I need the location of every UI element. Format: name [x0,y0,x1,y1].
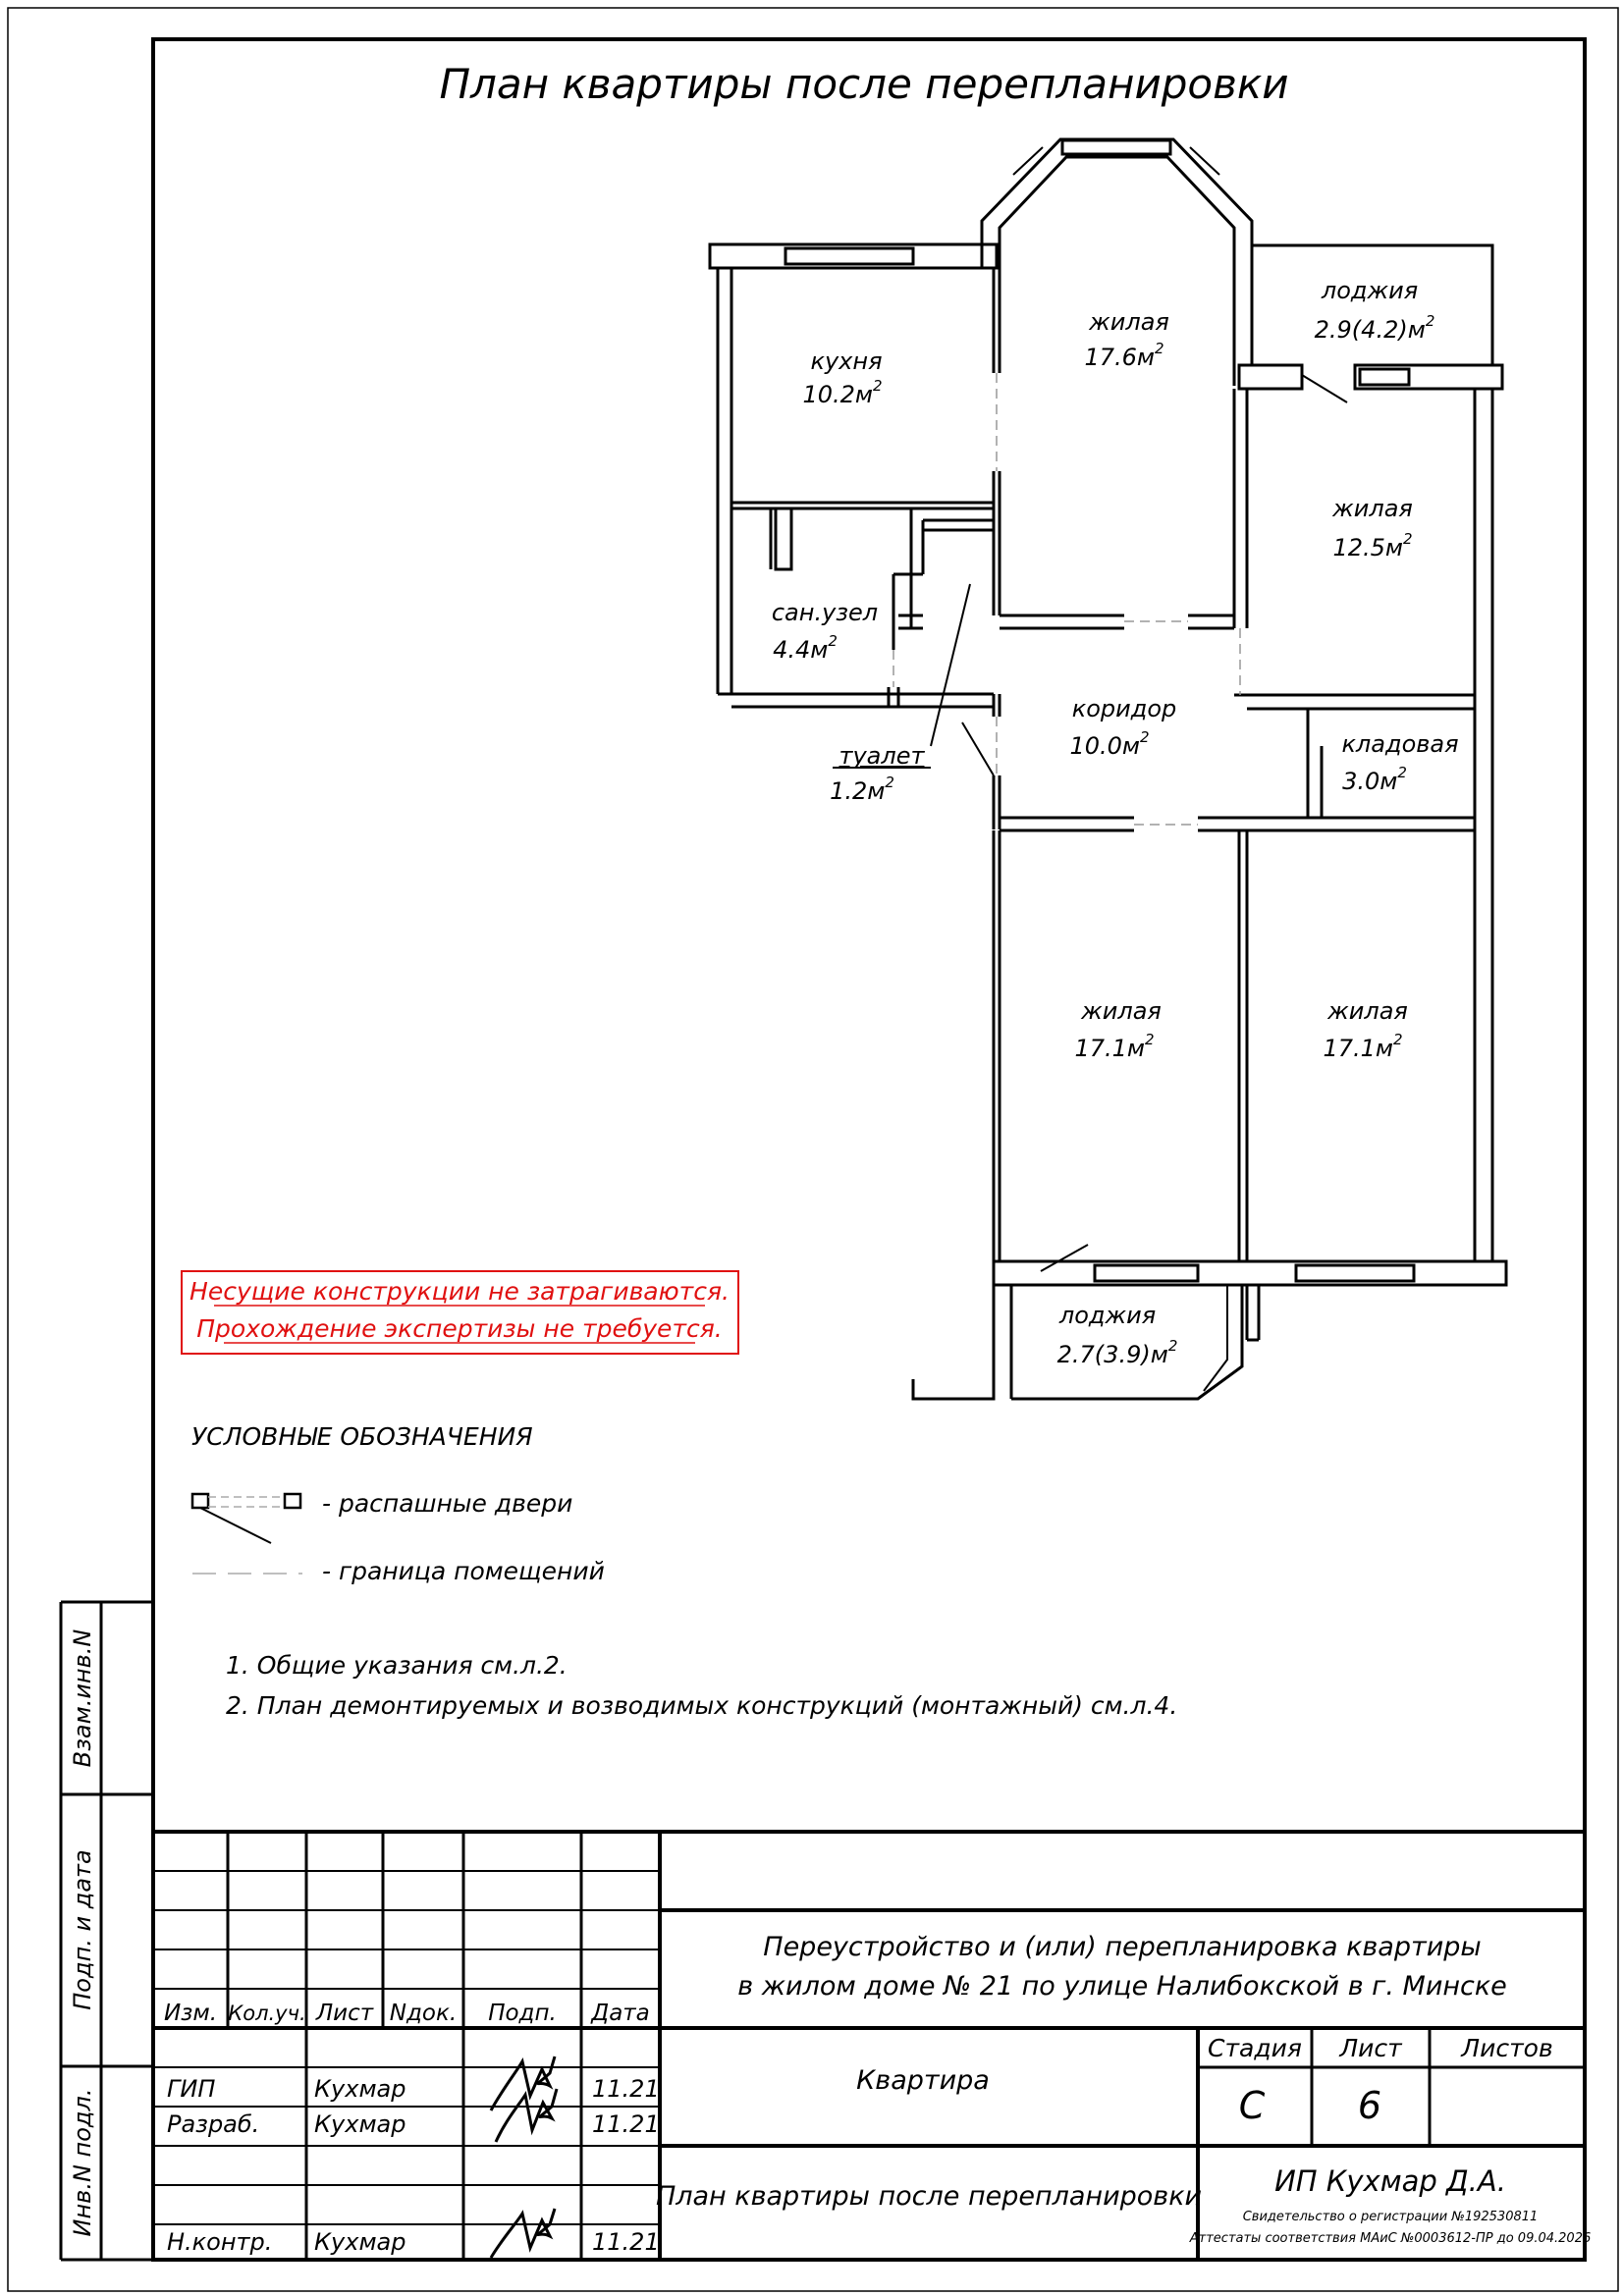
tb-header-podp: Подп. [488,2001,557,2026]
tb-signer-name-3: Кухмар [314,2228,406,2256]
side-stamp-podp: Подп. и дата [69,1849,96,2010]
room-living1-area: 17.6м [1084,344,1155,371]
legend-doors-text: - распашные двери [322,1489,572,1518]
tb-stage-value: С [1239,2084,1266,2127]
room-bath-name: сан.узел [772,599,878,626]
warning-box: Несущие конструкции не затрагиваются. Пр… [181,1270,739,1355]
side-stamp-inv: Инв.N подл. [69,2089,96,2237]
room-toilet-name: туалет [839,742,926,770]
outer-frame [7,7,1619,2292]
room-loggia1-area: 2.9(4.2)м [1315,316,1426,344]
room-loggia2-area: 2.7(3.9)м [1057,1341,1168,1368]
tb-project-line-2: в жилом доме № 21 по улице Налибокской в… [737,1971,1507,2002]
tb-signer-role-1: ГИП [167,2075,215,2103]
loggia1-outer [1252,243,1494,386]
tb-header-kol: Кол.уч. [228,2002,305,2025]
tb-org-line-1: Свидетельство о регистрации №192530811 [1243,2210,1539,2224]
note-1: 1. Общие указания см.л.2. [226,1651,568,1680]
room-living4-name: жилая [1326,997,1408,1025]
corridor-door-leaf [961,721,995,776]
room-kitchen-name: кухня [810,347,882,375]
room-living4-area: 17.1м [1323,1035,1393,1062]
bay-window-top [1060,138,1172,156]
signature [489,2056,559,2259]
room-bath-area: 4.4м [773,636,828,664]
tb-sheet-value: 6 [1358,2084,1381,2127]
svg-text:4.4м2: 4.4м2 [773,632,838,664]
tb-sheets-label: Листов [1460,2034,1552,2062]
room-toilet-area: 1.2м [830,777,885,805]
legend: УСЛОВНЫЕ ОБОЗНАЧЕНИЯ - распашные двери -… [190,1422,605,1585]
room-boundaries [893,373,1241,826]
page-title: План квартиры после перепланировки [439,60,1288,108]
room-corridor-area: 10.0м [1069,732,1140,760]
svg-text:17.6м2: 17.6м2 [1084,340,1163,371]
tb-header-data: Дата [590,2001,650,2026]
tb-sheet-title: План квартиры после перепланировки [656,2181,1202,2212]
tb-signer-date-3: 11.21 [592,2228,660,2256]
note-2: 2. План демонтируемых и возводимых конст… [226,1691,1177,1720]
room-living1-name: жилая [1088,308,1169,336]
tb-header-izm: Изм. [164,2001,217,2026]
room-loggia2-name: лоджия [1058,1302,1156,1329]
svg-text:2.9(4.2)м2: 2.9(4.2)м2 [1315,312,1435,344]
room-storage-area: 3.0м [1342,768,1397,795]
tb-header-ndok: Nдок. [390,2001,457,2026]
svg-text:17.1м2: 17.1м2 [1074,1031,1154,1062]
side-stamp [59,1600,153,2262]
tb-signer-role-2: Разраб. [167,2110,259,2138]
inner-frame [151,37,1587,2262]
tb-org-line-2: Аттестаты соответствия МАиС №0003612-ПР … [1189,2231,1591,2246]
tb-stage-label: Стадия [1208,2034,1302,2062]
room-loggia1-name: лоджия [1321,277,1418,304]
tb-sheet-label: Лист [1338,2034,1403,2062]
svg-text:17.1м2: 17.1м2 [1323,1031,1402,1062]
legend-door-icon [190,1492,210,1510]
tb-signer-name-2: Кухмар [314,2110,406,2138]
tb-org-name: ИП Кухмар Д.А. [1274,2164,1506,2198]
tb-signer-role-3: Н.контр. [167,2228,272,2256]
tb-signer-date-1: 11.21 [592,2075,660,2103]
room-living3-area: 17.1м [1074,1035,1145,1062]
kitchen-window [784,246,915,266]
svg-text:3.0м2: 3.0м2 [1342,764,1407,795]
title-block [153,1830,1585,2260]
legend-title: УСЛОВНЫЕ ОБОЗНАЧЕНИЯ [191,1422,533,1451]
toilet-pointer [930,583,971,747]
bottom-exterior-wall [992,1259,1508,1287]
tb-project-line-1: Переустройство и (или) перепланировка кв… [763,1932,1481,1962]
tb-signer-date-2: 11.21 [592,2110,660,2138]
floor-plan [708,137,1508,1401]
room-living3-name: жилая [1080,997,1162,1025]
side-stamp-vzam: Взам.инв.N [69,1629,96,1768]
svg-text:10.0м2: 10.0м2 [1069,728,1149,760]
legend-boundary-text: - граница помещений [322,1557,605,1585]
room-labels: кухня 10.2м2 жилая 17.6м2 лоджия 2.9(4.2… [772,277,1459,1368]
room-living2-area: 12.5м [1332,534,1403,561]
tb-signer-name-1: Кухмар [314,2075,406,2103]
room-kitchen-area: 10.2м [802,381,873,408]
svg-text:2.7(3.9)м2: 2.7(3.9)м2 [1057,1337,1178,1368]
room-storage-name: кладовая [1341,730,1458,758]
room-corridor-name: коридор [1072,695,1177,722]
tb-object: Квартира [856,2065,990,2096]
loggia1-door-leaf [1301,374,1348,403]
loggia2-left [911,1285,996,1401]
loggia2-door-leaf [1040,1244,1089,1272]
tb-header-list: Лист [315,2001,374,2026]
room-living2-name: жилая [1331,495,1413,522]
bay-inner [998,155,1236,386]
warning-line-2: Прохождение экспертизы не требуется. [196,1314,723,1343]
warning-line-1: Несущие конструкции не затрагиваются. [189,1277,730,1306]
svg-text:1.2м2: 1.2м2 [830,774,894,805]
svg-text:12.5м2: 12.5м2 [1332,530,1412,561]
svg-text:10.2м2: 10.2м2 [802,377,882,408]
